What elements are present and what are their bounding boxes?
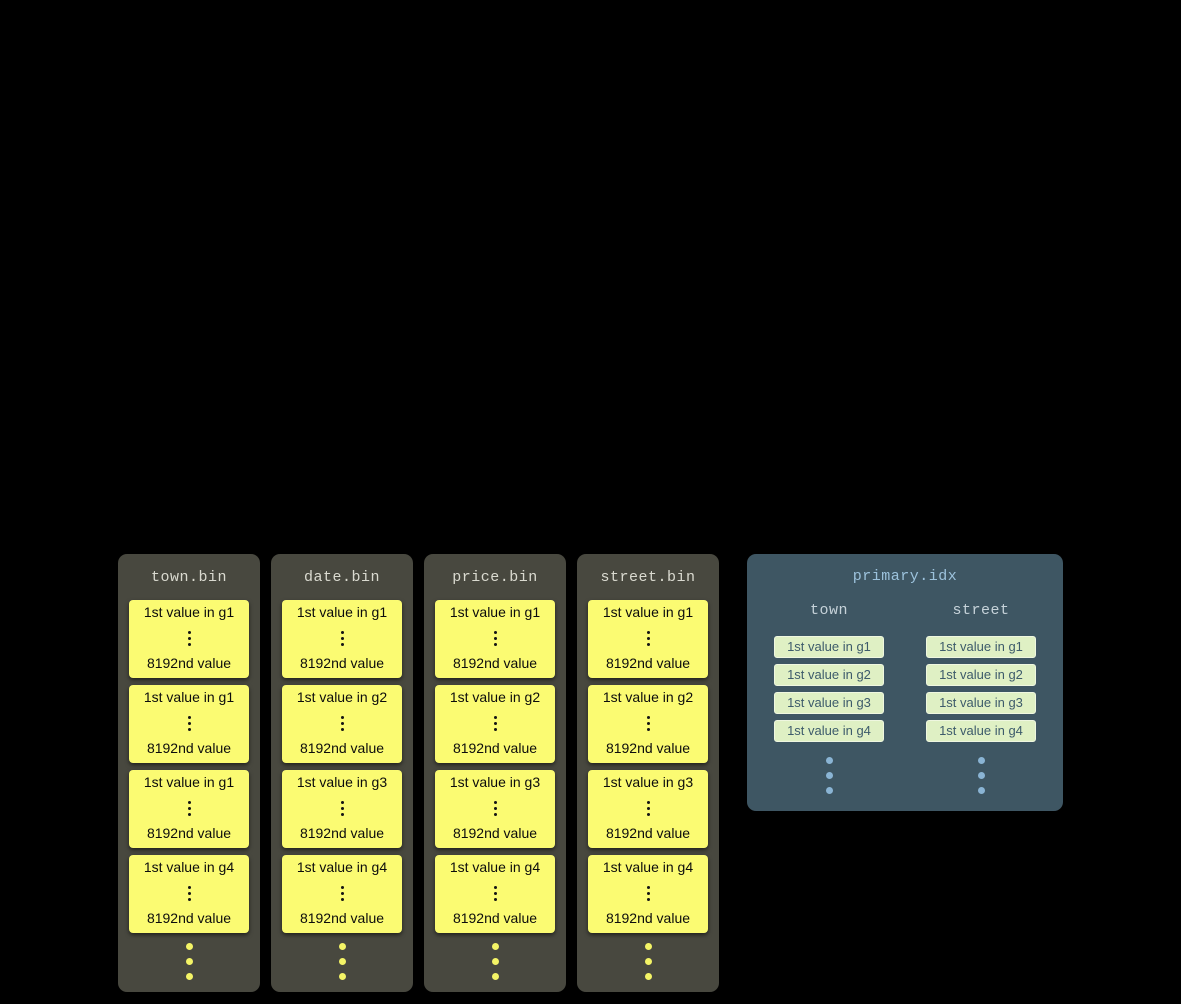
index-column-header: town	[809, 602, 848, 619]
granule-block: 1st value in g1 8192nd value	[282, 600, 402, 678]
bin-file-title: town.bin	[150, 568, 227, 586]
granule-block: 1st value in g2 8192nd value	[282, 685, 402, 763]
more-granules-ellipsis-icon	[185, 943, 193, 980]
granule-last-value: 8192nd value	[299, 825, 385, 841]
granule-last-value: 8192nd value	[452, 740, 538, 756]
granule-first-value: 1st value in g3	[296, 774, 388, 790]
granule-last-value: 8192nd value	[146, 655, 232, 671]
granule-block: 1st value in g1 8192nd value	[129, 685, 249, 763]
bin-file-title: street.bin	[600, 568, 696, 586]
granule-last-value: 8192nd value	[146, 740, 232, 756]
bin-file-panel-street: street.bin 1st value in g1 8192nd value …	[577, 554, 719, 992]
granule-last-value: 8192nd value	[146, 910, 232, 926]
bin-file-title: date.bin	[303, 568, 380, 586]
granule-first-value: 1st value in g4	[449, 859, 541, 875]
primary-index-panel: primary.idx town 1st value in g1 1st val…	[747, 554, 1063, 811]
vertical-ellipsis-icon	[340, 800, 344, 816]
index-entry: 1st value in g3	[774, 692, 884, 714]
granule-last-value: 8192nd value	[605, 655, 691, 671]
granule-first-value: 1st value in g1	[143, 774, 235, 790]
vertical-ellipsis-icon	[493, 630, 497, 646]
primary-index-columns: town 1st value in g1 1st value in g2 1st…	[747, 602, 1063, 794]
index-column-header: street	[952, 602, 1010, 619]
index-entry: 1st value in g4	[774, 720, 884, 742]
granule-block: 1st value in g4 8192nd value	[282, 855, 402, 933]
vertical-ellipsis-icon	[187, 885, 191, 901]
index-entry: 1st value in g1	[926, 636, 1036, 658]
more-entries-ellipsis-icon	[977, 757, 985, 794]
granule-block: 1st value in g4 8192nd value	[435, 855, 555, 933]
granule-first-value: 1st value in g1	[296, 604, 388, 620]
granule-first-value: 1st value in g3	[602, 774, 694, 790]
bin-file-panel-price: price.bin 1st value in g1 8192nd value 1…	[424, 554, 566, 992]
bin-file-panel-town: town.bin 1st value in g1 8192nd value 1s…	[118, 554, 260, 992]
vertical-ellipsis-icon	[493, 800, 497, 816]
granule-last-value: 8192nd value	[452, 655, 538, 671]
granule-block: 1st value in g3 8192nd value	[588, 770, 708, 848]
vertical-ellipsis-icon	[187, 715, 191, 731]
granule-block: 1st value in g2 8192nd value	[435, 685, 555, 763]
index-entry: 1st value in g4	[926, 720, 1036, 742]
granule-first-value: 1st value in g2	[449, 689, 541, 705]
granule-block: 1st value in g1 8192nd value	[435, 600, 555, 678]
granule-last-value: 8192nd value	[299, 655, 385, 671]
granule-first-value: 1st value in g1	[143, 604, 235, 620]
index-entry: 1st value in g2	[926, 664, 1036, 686]
index-entry: 1st value in g3	[926, 692, 1036, 714]
bin-file-title: price.bin	[452, 568, 538, 586]
granule-last-value: 8192nd value	[146, 825, 232, 841]
vertical-ellipsis-icon	[340, 885, 344, 901]
more-granules-ellipsis-icon	[491, 943, 499, 980]
granule-last-value: 8192nd value	[605, 910, 691, 926]
more-granules-ellipsis-icon	[338, 943, 346, 980]
granule-block: 1st value in g4 8192nd value	[129, 855, 249, 933]
granule-first-value: 1st value in g4	[143, 859, 235, 875]
bin-file-panel-date: date.bin 1st value in g1 8192nd value 1s…	[271, 554, 413, 992]
granule-block: 1st value in g1 8192nd value	[129, 770, 249, 848]
granule-first-value: 1st value in g1	[602, 604, 694, 620]
granule-first-value: 1st value in g2	[602, 689, 694, 705]
vertical-ellipsis-icon	[493, 885, 497, 901]
granule-last-value: 8192nd value	[299, 740, 385, 756]
granule-first-value: 1st value in g4	[296, 859, 388, 875]
vertical-ellipsis-icon	[340, 715, 344, 731]
primary-index-title: primary.idx	[852, 568, 958, 585]
granule-last-value: 8192nd value	[605, 740, 691, 756]
granule-first-value: 1st value in g1	[143, 689, 235, 705]
vertical-ellipsis-icon	[187, 630, 191, 646]
granule-last-value: 8192nd value	[299, 910, 385, 926]
more-granules-ellipsis-icon	[644, 943, 652, 980]
index-column-town: town 1st value in g1 1st value in g2 1st…	[774, 602, 884, 794]
granule-block: 1st value in g2 8192nd value	[588, 685, 708, 763]
more-entries-ellipsis-icon	[825, 757, 833, 794]
vertical-ellipsis-icon	[646, 800, 650, 816]
granule-first-value: 1st value in g2	[296, 689, 388, 705]
granule-block: 1st value in g4 8192nd value	[588, 855, 708, 933]
index-entry: 1st value in g2	[774, 664, 884, 686]
index-column-street: street 1st value in g1 1st value in g2 1…	[926, 602, 1036, 794]
vertical-ellipsis-icon	[340, 630, 344, 646]
granule-block: 1st value in g1 8192nd value	[129, 600, 249, 678]
vertical-ellipsis-icon	[493, 715, 497, 731]
vertical-ellipsis-icon	[646, 885, 650, 901]
granule-block: 1st value in g1 8192nd value	[588, 600, 708, 678]
vertical-ellipsis-icon	[187, 800, 191, 816]
granule-last-value: 8192nd value	[452, 825, 538, 841]
granule-last-value: 8192nd value	[605, 825, 691, 841]
granule-block: 1st value in g3 8192nd value	[435, 770, 555, 848]
granule-first-value: 1st value in g4	[602, 859, 694, 875]
bin-files-group: town.bin 1st value in g1 8192nd value 1s…	[118, 554, 719, 992]
granule-first-value: 1st value in g1	[449, 604, 541, 620]
vertical-ellipsis-icon	[646, 630, 650, 646]
granule-block: 1st value in g3 8192nd value	[282, 770, 402, 848]
index-entry: 1st value in g1	[774, 636, 884, 658]
vertical-ellipsis-icon	[646, 715, 650, 731]
granule-last-value: 8192nd value	[452, 910, 538, 926]
granule-first-value: 1st value in g3	[449, 774, 541, 790]
